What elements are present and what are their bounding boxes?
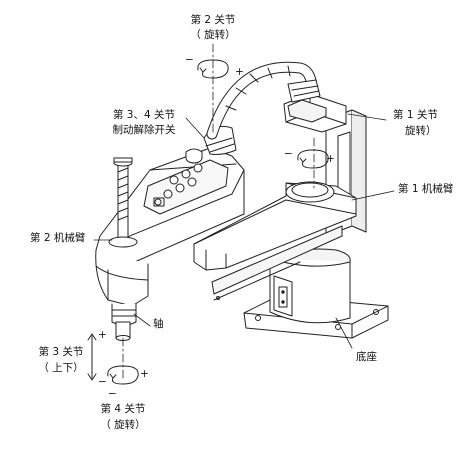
label-joint2-name: 第 2 关节 — [190, 14, 236, 26]
label-joint3-motion: （ 上下） — [38, 362, 84, 374]
label-joint4-motion: （ 旋转） — [100, 419, 146, 431]
label-joint34-line2: 制动解除开关 — [112, 124, 176, 136]
rotation-arrow-joint1 — [297, 149, 329, 169]
label-joint4-name: 第 4 关节 — [100, 403, 146, 415]
arm1-body — [193, 181, 357, 301]
label-arm2: 第 2 机械臂 — [30, 232, 86, 244]
label-joint3-name: 第 3 关节 — [38, 346, 84, 358]
label-joint2-motion: （ 旋转） — [190, 29, 236, 41]
rotation-arrow-joint4 — [107, 365, 139, 385]
shaft — [108, 157, 138, 341]
label-joint34-line1: 第 3、4 关节 — [112, 109, 176, 121]
sign-minus-joint4: − — [108, 388, 117, 400]
axis-lines — [122, 43, 315, 379]
cable-duct — [206, 61, 321, 140]
label-arm1: 第 1 机械臂 — [398, 183, 454, 195]
rotation-arrow-joint2 — [197, 59, 229, 79]
sign-plus-joint4: + — [140, 368, 149, 380]
label-joint1-name: 第 1 关节 — [393, 109, 438, 121]
label-shaft: 轴 — [153, 318, 164, 330]
sign-plus-joint2: + — [235, 66, 244, 78]
sign-minus-joint1: − — [284, 148, 293, 160]
sign-plus-joint1: + — [326, 153, 335, 165]
updown-arrow-joint3 — [87, 333, 97, 381]
arm2-body — [95, 125, 245, 307]
sign-minus-joint3: − — [98, 376, 107, 388]
sign-minus-joint2: − — [185, 54, 194, 66]
label-base: 底座 — [356, 351, 377, 363]
sign-plus-joint3: + — [98, 329, 107, 341]
label-joint1-motion: 旋转） — [405, 125, 437, 137]
leader-lines — [93, 113, 395, 349]
